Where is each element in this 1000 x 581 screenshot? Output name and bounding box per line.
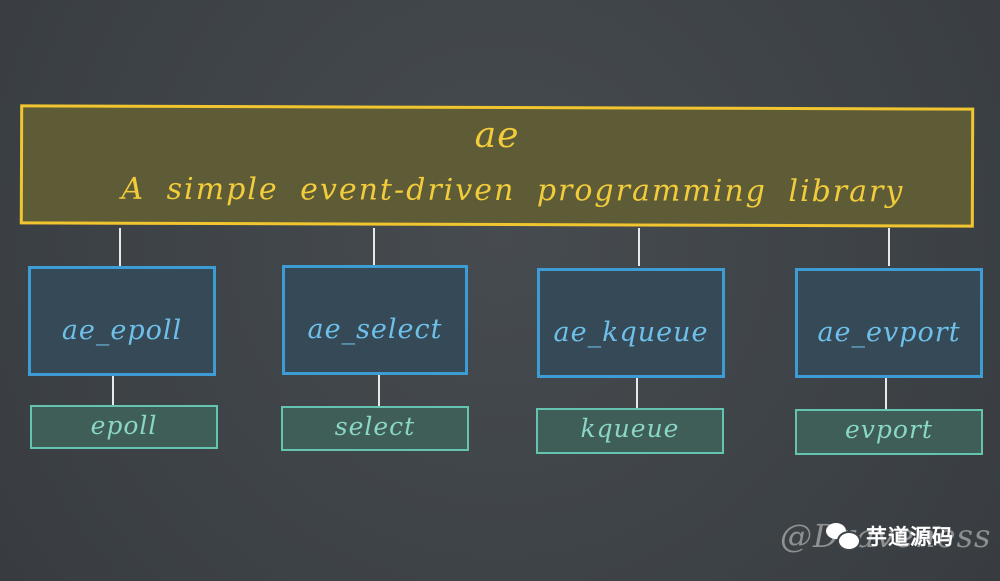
library-title: ae [474, 114, 520, 157]
connector-library-kqueue [638, 228, 640, 266]
connector-select-syscall [378, 375, 380, 406]
wechat-icon [826, 521, 861, 551]
module-box-evport: ae_evport [795, 268, 983, 378]
syscall-label-select: select [334, 412, 416, 441]
connector-library-epoll [119, 228, 121, 266]
syscall-box-evport: evport [795, 409, 983, 455]
connector-kqueue-syscall [636, 378, 638, 408]
syscall-label-kqueue: kqueue [580, 414, 680, 443]
library-subtitle: A simple event-driven programming librar… [121, 171, 905, 210]
wechat-account-name: 芋道源码 [866, 525, 954, 549]
syscall-box-kqueue: kqueue [536, 408, 724, 454]
syscall-box-select: select [281, 406, 469, 451]
connector-library-evport [888, 228, 890, 266]
module-label-select: ae_select [307, 314, 443, 345]
module-label-epoll: ae_epoll [61, 315, 183, 346]
module-label-evport: ae_evport [817, 317, 961, 348]
syscall-label-evport: evport [845, 415, 933, 444]
connector-evport-syscall [885, 378, 887, 409]
wechat-account-badge: 芋道源码 [826, 518, 954, 554]
module-box-epoll: ae_epoll [28, 266, 216, 376]
connector-library-select [373, 228, 375, 266]
module-label-kqueue: ae_kqueue [553, 317, 709, 348]
connector-epoll-syscall [112, 376, 114, 406]
module-box-kqueue: ae_kqueue [537, 268, 725, 378]
library-box: ae A simple event-driven programming lib… [19, 104, 975, 228]
author-watermark: @Draveness [780, 517, 992, 555]
module-box-select: ae_select [282, 265, 468, 375]
syscall-label-epoll: epoll [90, 411, 158, 440]
syscall-box-epoll: epoll [30, 405, 218, 449]
